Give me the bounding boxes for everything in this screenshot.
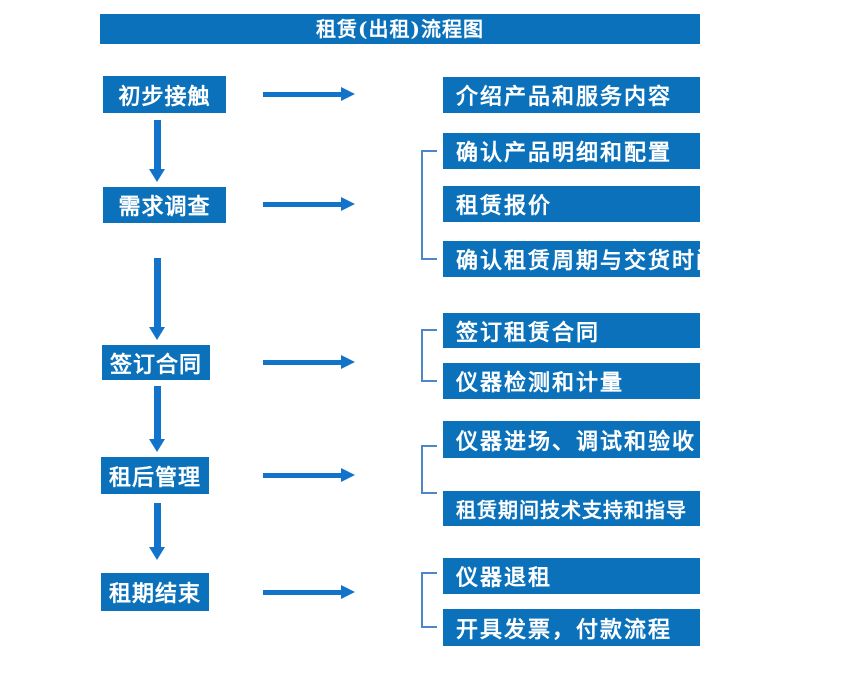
flowchart-title: 租赁(出租)流程图 — [100, 14, 700, 44]
step-box-sign-contract: 签订合同 — [102, 345, 210, 380]
arrow-right-icon — [263, 355, 355, 370]
step-box-rental-end: 租期结束 — [101, 573, 209, 611]
detail-box: 租赁报价 — [443, 186, 700, 222]
step-box-initial-contact: 初步接触 — [103, 76, 226, 113]
detail-box: 仪器退租 — [443, 558, 700, 594]
detail-box: 仪器进场、调试和验收 — [443, 421, 700, 458]
arrow-right-icon — [263, 585, 355, 600]
step-box-post-rental-management: 租后管理 — [101, 457, 209, 494]
arrow-right-icon — [263, 197, 355, 212]
detail-box: 开具发票，付款流程 — [443, 609, 700, 646]
detail-box: 介绍产品和服务内容 — [443, 77, 700, 113]
bracket-connector — [421, 572, 437, 628]
arrow-right-icon — [263, 468, 355, 483]
detail-box: 签订租赁合同 — [443, 313, 700, 348]
arrow-down-icon — [149, 120, 166, 182]
arrow-right-icon — [263, 87, 355, 102]
detail-box: 租赁期间技术支持和指导 — [443, 491, 700, 526]
bracket-connector — [421, 150, 437, 260]
step-box-demand-survey: 需求调查 — [103, 187, 226, 223]
bracket-connector — [421, 329, 437, 382]
detail-box: 确认产品明细和配置 — [443, 133, 700, 169]
arrow-down-icon — [149, 386, 166, 452]
bracket-connector — [421, 445, 437, 494]
arrow-down-icon — [149, 258, 166, 340]
detail-box: 确认租赁周期与交货时间 — [443, 241, 718, 277]
detail-box: 仪器检测和计量 — [443, 363, 700, 399]
arrow-down-icon — [149, 503, 166, 560]
